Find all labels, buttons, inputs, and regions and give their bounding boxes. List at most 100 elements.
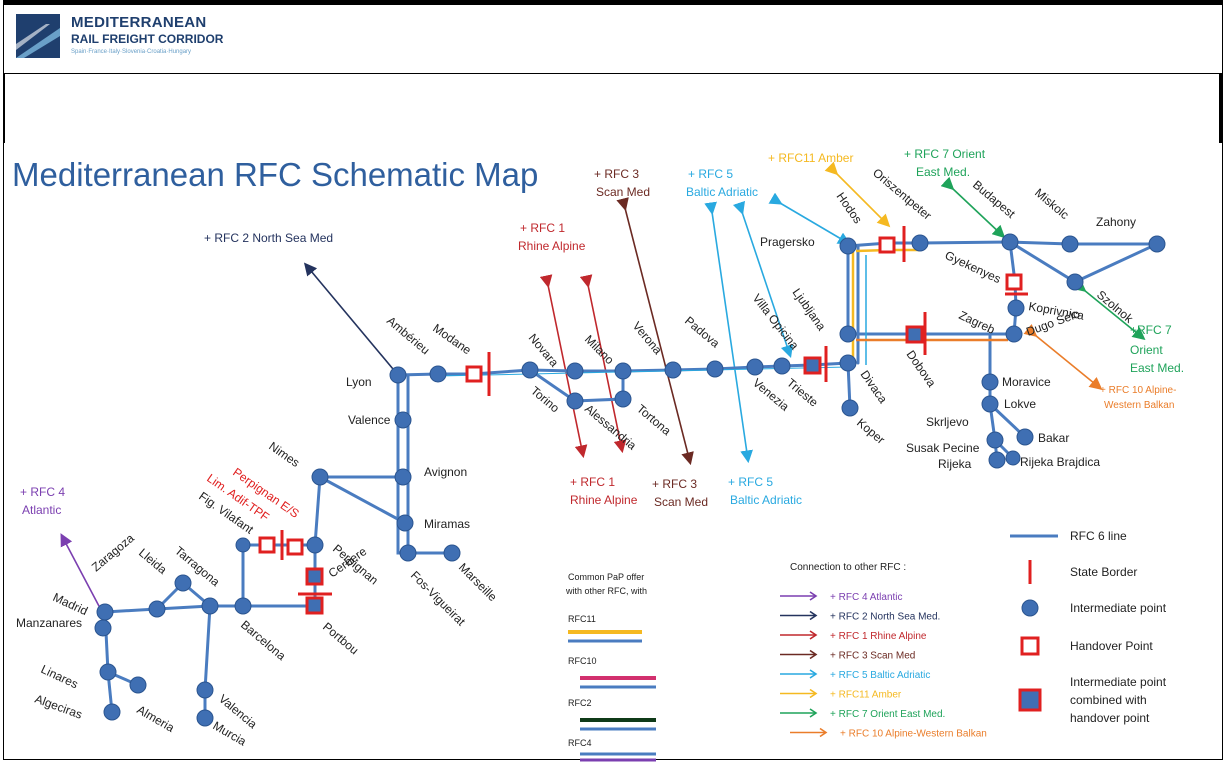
city-label: Algeciras [33, 692, 84, 722]
rfc1-bottom-label: + RFC 1 [570, 475, 615, 489]
rfc5-arrow-c [768, 192, 851, 245]
city-label: Portbou [320, 620, 361, 658]
city-label: Padova [682, 314, 722, 351]
legend-combined-label: Intermediate point [1070, 675, 1167, 689]
city-label: Barcelona [238, 618, 289, 664]
state-borders [280, 226, 1028, 596]
city-label: Almeria [135, 702, 178, 735]
rfc2-label: + RFC 2 North Sea Med [204, 231, 333, 245]
connection-legend-arrowhead [809, 688, 818, 699]
connection-legend-title: Connection to other RFC : [790, 562, 906, 573]
rfc3-bottom-label: + RFC 3 [652, 477, 697, 491]
rfc4-arrow [60, 533, 101, 609]
connection-legend-arrowhead [809, 630, 818, 640]
connection-legend-label: + RFC 4 Atlantic [830, 592, 903, 603]
city-label: Avignon [424, 465, 467, 479]
city-label: Modane [430, 321, 474, 358]
city-label: Manzanares [16, 616, 82, 630]
connection-legend-arrowhead [809, 649, 818, 660]
rfc7-top-label: + RFC 7 Orient [904, 147, 986, 161]
city-label: Zahony [1096, 215, 1136, 229]
pap-item-rfc11: RFC11 [568, 614, 596, 624]
city-label: Rijeka Brajdica [1020, 455, 1100, 469]
rfc3-top-label: + RFC 3 [594, 167, 639, 181]
connection-legend-label: + RFC 2 North Sea Med. [830, 612, 940, 623]
logo-line-1: MEDITERRANEAN [71, 14, 207, 31]
legend-border-label: State Border [1070, 565, 1137, 579]
rfc5-bottom-label: + RFC 5 [728, 475, 773, 489]
pap-item-rfc2: RFC2 [568, 698, 592, 708]
rfc-labels: + RFC 2 North Sea Med + RFC 1 Rhine Alpi… [20, 147, 1184, 517]
rfc1-arrow-b [579, 274, 627, 454]
rfc10-arrow [1023, 323, 1103, 391]
connection-legend: Connection to other RFC : + RFC 4 Atlant… [780, 562, 987, 740]
map-title: Mediterranean RFC Schematic Map [12, 156, 538, 193]
handover-points [258, 236, 1023, 556]
rfc2-arrow [303, 262, 399, 376]
city-label: Gyekenyes [943, 248, 1003, 286]
city-label: Verona [630, 319, 665, 357]
symbol-legend: RFC 6 line State Border Intermediate poi… [1010, 529, 1167, 725]
connection-legend-arrowhead [819, 727, 828, 738]
logo-line-2: RAIL FREIGHT CORRIDOR [71, 32, 224, 46]
rfc5-arrow-a [704, 201, 753, 464]
connection-legend-label: + RFC 3 Scan Med [830, 651, 915, 662]
city-label: Zaragoza [89, 531, 137, 575]
frame-left-edge [3, 73, 5, 143]
rfc7-top-label-2: East Med. [916, 165, 970, 179]
city-label: Susak Pecine [906, 441, 980, 455]
pap-title-2: with other RFC, with [565, 586, 647, 596]
pap-item-rfc4: RFC4 [568, 738, 592, 748]
city-label: Moravice [1002, 375, 1051, 389]
city-label: Szolnok [1094, 288, 1136, 327]
logo-line-3: Spain·France·Italy·Slovenia·Croatia·Hung… [71, 49, 192, 55]
rfc10-label: + RFC 10 Alpine- [1100, 385, 1176, 396]
frame-right-edge [1219, 73, 1223, 143]
rfc11-arrow [824, 161, 891, 228]
city-label: Alessandria [582, 402, 639, 453]
city-label: Skrljevo [926, 415, 969, 429]
connection-legend-arrowhead [809, 708, 818, 718]
city-label: Lleida [136, 546, 170, 578]
city-label: Fos-Vigueirat [408, 568, 469, 629]
city-label: Divaca [858, 368, 891, 406]
rfc1-bottom-label-2: Rhine Alpine [570, 493, 638, 507]
logo-mark-icon [16, 14, 60, 58]
city-label: Bakar [1038, 431, 1069, 445]
rfc11-top-label: + RFC11 Amber [768, 151, 853, 165]
city-label: Hodos [834, 190, 865, 226]
rfc10-label-2: Western Balkan [1104, 400, 1174, 411]
rfc3-top-label-2: Scan Med [596, 185, 650, 199]
top-border [3, 0, 1223, 5]
legend-combined-label-2: combined with [1070, 693, 1147, 707]
rfc4-label-2: Atlantic [22, 503, 61, 517]
city-label: Tortona [634, 402, 674, 439]
city-label: Miskolc [1032, 186, 1072, 222]
connection-legend-label: + RFC 5 Baltic Adriatic [830, 670, 930, 681]
intermediate-points [94, 233, 1166, 727]
rfc7-arrow-right [1072, 278, 1146, 341]
legend-handover-label: Handover Point [1070, 639, 1153, 653]
combined-handover-points [305, 325, 924, 615]
rfc1-top-label-2: Rhine Alpine [518, 239, 586, 253]
rfc5-bottom-label-2: Baltic Adriatic [730, 493, 802, 507]
rfc3-arrow [616, 197, 694, 466]
header-divider [3, 73, 1223, 74]
city-label: Ljubljana [790, 286, 829, 334]
connection-legend-label: + RFC 10 Alpine-Western Balkan [840, 729, 987, 740]
city-label: Madrid [51, 590, 90, 618]
city-label: Rijeka [938, 457, 972, 471]
city-label: Lyon [346, 375, 372, 389]
pap-item-rfc10: RFC10 [568, 656, 597, 666]
city-label: Ambérieu [384, 314, 432, 358]
connection-legend-arrowhead [809, 610, 818, 621]
legend-line-label: RFC 6 line [1070, 529, 1127, 543]
connection-legend-label: + RFC 7 Orient East Med. [830, 709, 945, 720]
connection-legend-arrowhead [809, 591, 818, 601]
city-label: Miramas [424, 517, 470, 531]
pap-title: Common PaP offer [568, 572, 644, 582]
rfc5-top-label: + RFC 5 [688, 167, 733, 181]
city-label: Pragersko [760, 235, 815, 249]
city-label: Koper [854, 416, 888, 447]
